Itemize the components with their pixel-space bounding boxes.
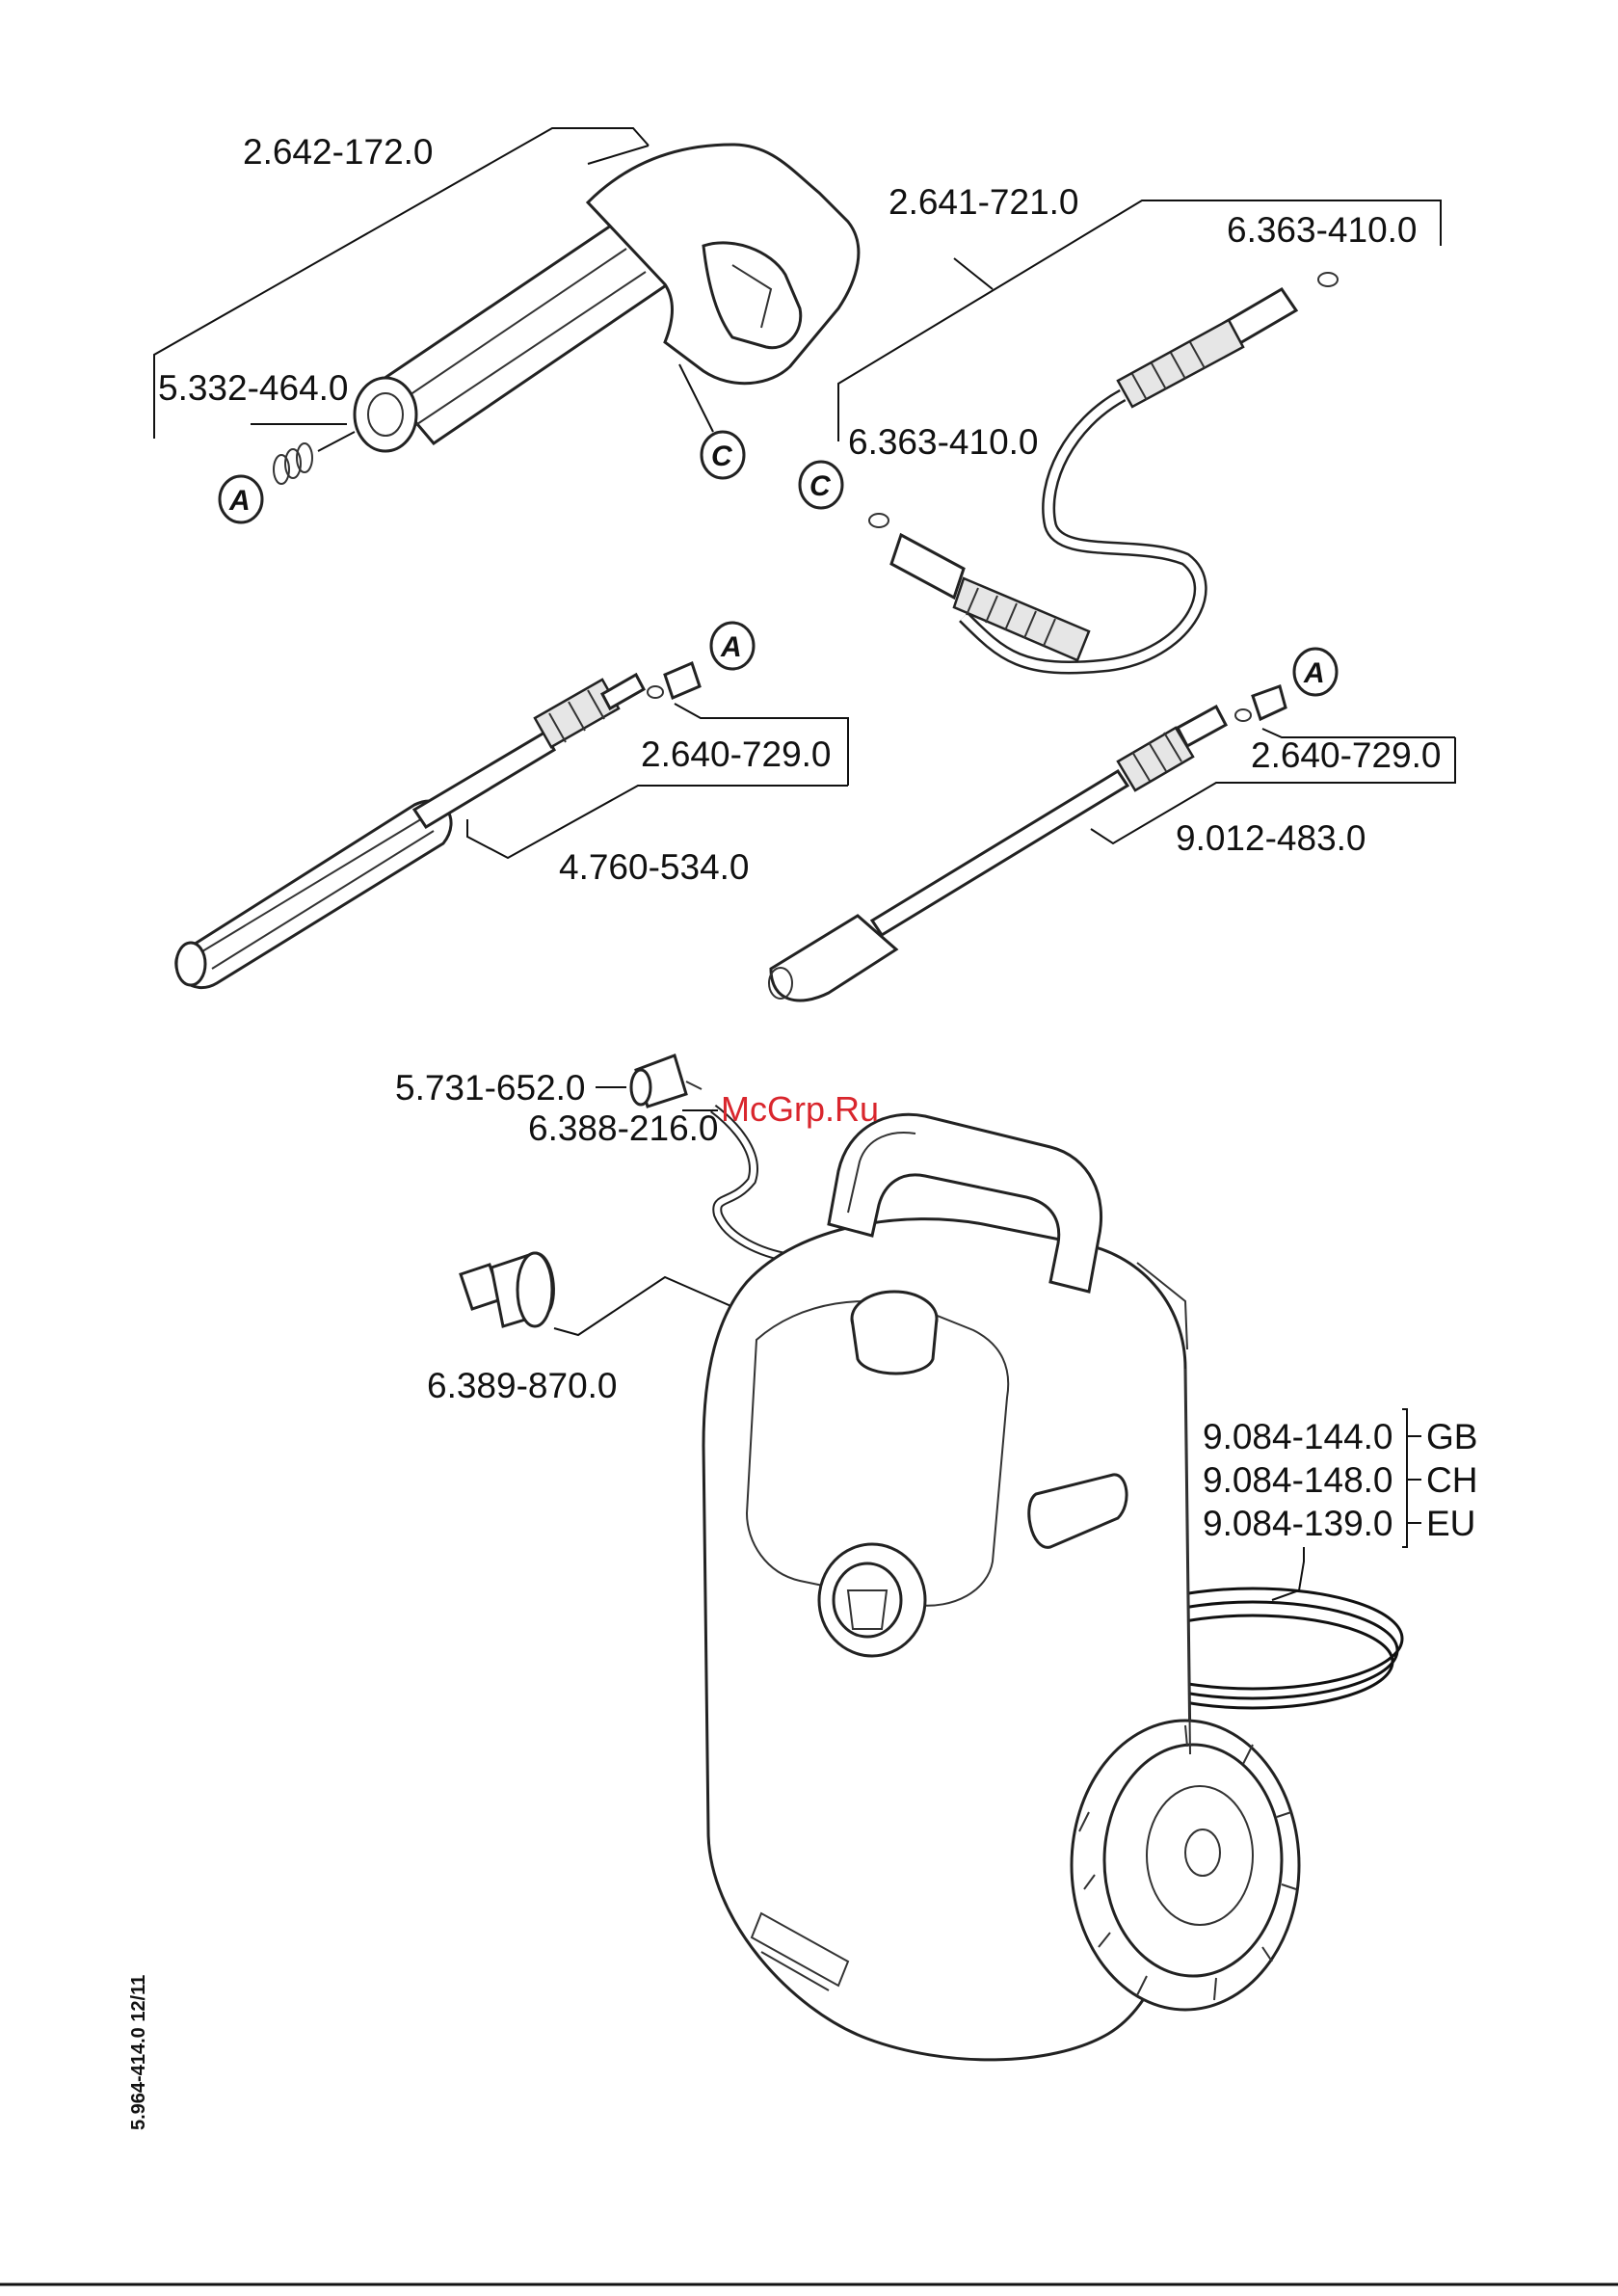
gun-seal-ring-part-number: 5.332-464.0: [158, 368, 349, 408]
callout-c-gun: C: [702, 432, 744, 478]
machine-gb-part-number: 9.084-144.0: [1203, 1417, 1393, 1456]
machine-gb-variant: GB: [1426, 1417, 1477, 1456]
callout-a-blaster: A: [1294, 649, 1337, 695]
watermark-text: McGrp.Ru: [721, 1089, 879, 1129]
hose-oring-bottom-part-number: 6.363-410.0: [848, 422, 1039, 462]
machine-part-numbers: 9.084-144.0 GB 9.084-148.0 CH 9.084-139.…: [1203, 1409, 1477, 1600]
nozzle-adapter-right-part-number: 2.640-729.0: [1251, 735, 1442, 775]
callout-c-hose: C: [800, 462, 842, 508]
machine-eu-variant: EU: [1426, 1504, 1475, 1543]
callout-a-gun: A: [220, 476, 262, 522]
water-connector-drawing: [461, 1253, 553, 1326]
vario-lance-part-number: 4.760-534.0: [559, 847, 750, 887]
svg-text:A: A: [1303, 657, 1325, 689]
svg-text:C: C: [711, 441, 733, 472]
hose-oring-top-part-number: 6.363-410.0: [1227, 210, 1418, 250]
trigger-gun-drawing: [274, 145, 859, 484]
detergent-filter-drawing: [631, 1055, 702, 1107]
pressure-washer-body-drawing: [703, 1114, 1402, 2060]
hose-drawing: [869, 273, 1338, 668]
machine-eu-part-number: 9.084-139.0: [1203, 1504, 1393, 1543]
detergent-filter-part-number: 5.731-652.0: [395, 1068, 586, 1108]
water-connector-part-number: 6.389-870.0: [427, 1366, 618, 1405]
machine-ch-variant: CH: [1426, 1460, 1477, 1500]
trigger-gun-part-number: 2.642-172.0: [243, 132, 434, 172]
svg-text:A: A: [720, 631, 742, 663]
svg-text:C: C: [809, 470, 832, 502]
dirt-blaster-part-number: 9.012-483.0: [1176, 818, 1366, 858]
nozzle-adapter-left-part-number: 2.640-729.0: [641, 734, 832, 774]
detergent-hose-part-number: 6.388-216.0: [528, 1108, 719, 1148]
hose-part-number: 2.641-721.0: [889, 182, 1079, 222]
document-code: 5.964-414.0 12/11: [128, 1975, 149, 2130]
vario-lance-drawing: [176, 663, 700, 988]
svg-text:A: A: [228, 485, 251, 517]
callout-a-lance: A: [711, 623, 754, 669]
machine-ch-part-number: 9.084-148.0: [1203, 1460, 1393, 1500]
